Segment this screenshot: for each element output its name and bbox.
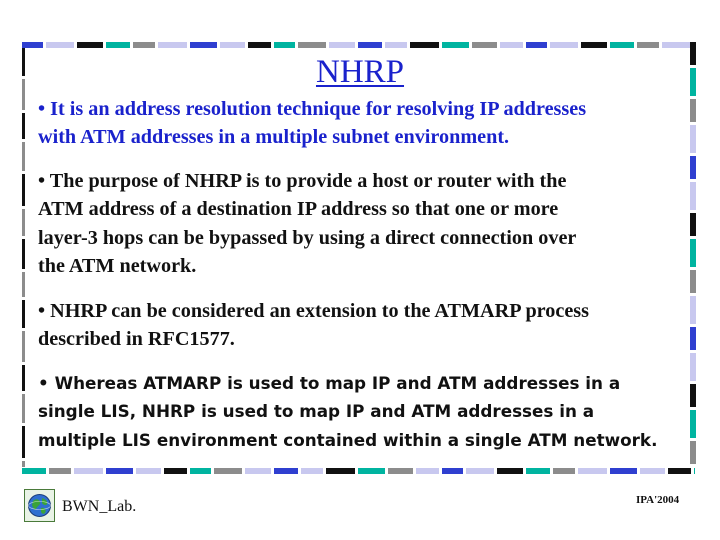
border-segment	[133, 42, 155, 48]
border-segment	[690, 327, 696, 350]
border-segment	[74, 468, 103, 474]
paragraph-line: • The purpose of NHRP is to provide a ho…	[38, 170, 567, 192]
border-segment	[640, 468, 665, 474]
border-segment	[22, 461, 25, 467]
border-segment	[690, 68, 696, 96]
border-segment	[329, 42, 355, 48]
paragraph-line: • NHRP can be considered an extension to…	[38, 300, 590, 322]
border-segment	[610, 42, 634, 48]
border-segment	[690, 125, 696, 153]
border-segment	[248, 42, 271, 48]
border-segment	[298, 42, 326, 48]
border-segment	[497, 468, 523, 474]
paragraph-line: ATM address of a destination IP address …	[38, 198, 559, 221]
border-segment	[22, 113, 25, 139]
border-segment	[49, 468, 71, 474]
paragraph-line: • Whereas ATMARP is used to map IP and A…	[38, 373, 621, 393]
border-segment	[581, 42, 607, 48]
border-segment	[385, 42, 407, 48]
border-segment	[690, 182, 696, 210]
border-segment	[22, 142, 25, 171]
border-segment	[500, 42, 523, 48]
border-segment	[690, 441, 696, 464]
border-segment	[22, 272, 25, 297]
border-segment	[106, 468, 133, 474]
border-segment	[22, 468, 46, 474]
border-segment	[553, 468, 575, 474]
border-segment	[668, 468, 691, 474]
border-segment	[190, 468, 211, 474]
border-segment	[77, 42, 103, 48]
border-segment	[136, 468, 161, 474]
border-segment	[610, 468, 637, 474]
border-segment	[22, 42, 43, 48]
border-segment	[46, 42, 74, 48]
border-segment	[245, 468, 271, 474]
border-segment	[22, 239, 25, 269]
border-segment	[690, 384, 696, 407]
border-segment	[22, 79, 25, 110]
border-segment	[690, 99, 696, 122]
globe-logo-icon	[24, 489, 55, 522]
border-segment	[690, 410, 696, 438]
paragraph-definition: • It is an address resolution technique …	[38, 95, 702, 152]
border-segment	[301, 468, 323, 474]
border-segment	[637, 42, 659, 48]
border-segment	[690, 213, 696, 236]
paragraph-line: described in RFC1577.	[38, 328, 235, 351]
border-segment	[526, 468, 550, 474]
paragraph-purpose: • The purpose of NHRP is to provide a ho…	[38, 167, 702, 280]
border-segment	[22, 331, 25, 362]
border-segment	[358, 468, 385, 474]
border-segment	[326, 468, 355, 474]
border-segment	[472, 42, 497, 48]
paragraph-line: the ATM network.	[38, 254, 197, 277]
border-segment	[274, 468, 298, 474]
border-segment	[158, 42, 187, 48]
border-segment	[662, 42, 691, 48]
border-segment	[694, 468, 695, 474]
border-segment	[690, 296, 696, 324]
border-segment	[690, 42, 696, 65]
border-segment	[410, 42, 439, 48]
paragraph-line: with ATM addresses in a multiple subnet …	[38, 126, 510, 149]
border-segment	[578, 468, 607, 474]
paragraph-extension: • NHRP can be considered an extension to…	[38, 297, 702, 354]
paragraph-line: • It is an address resolution technique …	[38, 98, 587, 120]
border-segment	[690, 353, 696, 381]
border-segment	[22, 394, 25, 423]
paragraph-comparison: • Whereas ATMARP is used to map IP and A…	[38, 369, 702, 454]
border-segment	[358, 42, 382, 48]
paragraph-line: layer-3 hops can be bypassed by using a …	[38, 226, 577, 249]
border-segment	[550, 42, 578, 48]
border-segment	[164, 468, 187, 474]
border-segment	[690, 270, 696, 293]
border-segment	[190, 42, 217, 48]
border-segment	[690, 156, 696, 179]
border-segment	[22, 300, 25, 328]
border-segment	[416, 468, 439, 474]
border-segment	[466, 468, 494, 474]
border-segment	[526, 42, 547, 48]
border-segment	[442, 42, 469, 48]
border-segment	[22, 174, 25, 206]
border-segment	[220, 42, 245, 48]
border-segment	[690, 239, 696, 267]
border-segment	[388, 468, 413, 474]
footer-lab-name: BWN_Lab.	[62, 498, 137, 515]
border-segment	[214, 468, 242, 474]
border-segment	[22, 365, 25, 391]
border-segment	[442, 468, 463, 474]
border-segment	[274, 42, 295, 48]
paragraph-line: multiple LIS environment contained withi…	[38, 429, 658, 450]
border-segment	[22, 209, 25, 236]
border-segment	[106, 42, 130, 48]
footer-conference: IPA'2004	[636, 494, 680, 506]
border-segment	[22, 48, 25, 76]
paragraph-line: single LIS, NHRP is used to map IP and A…	[38, 401, 595, 422]
border-segment	[22, 426, 25, 458]
slide-title: NHRP	[315, 54, 405, 90]
